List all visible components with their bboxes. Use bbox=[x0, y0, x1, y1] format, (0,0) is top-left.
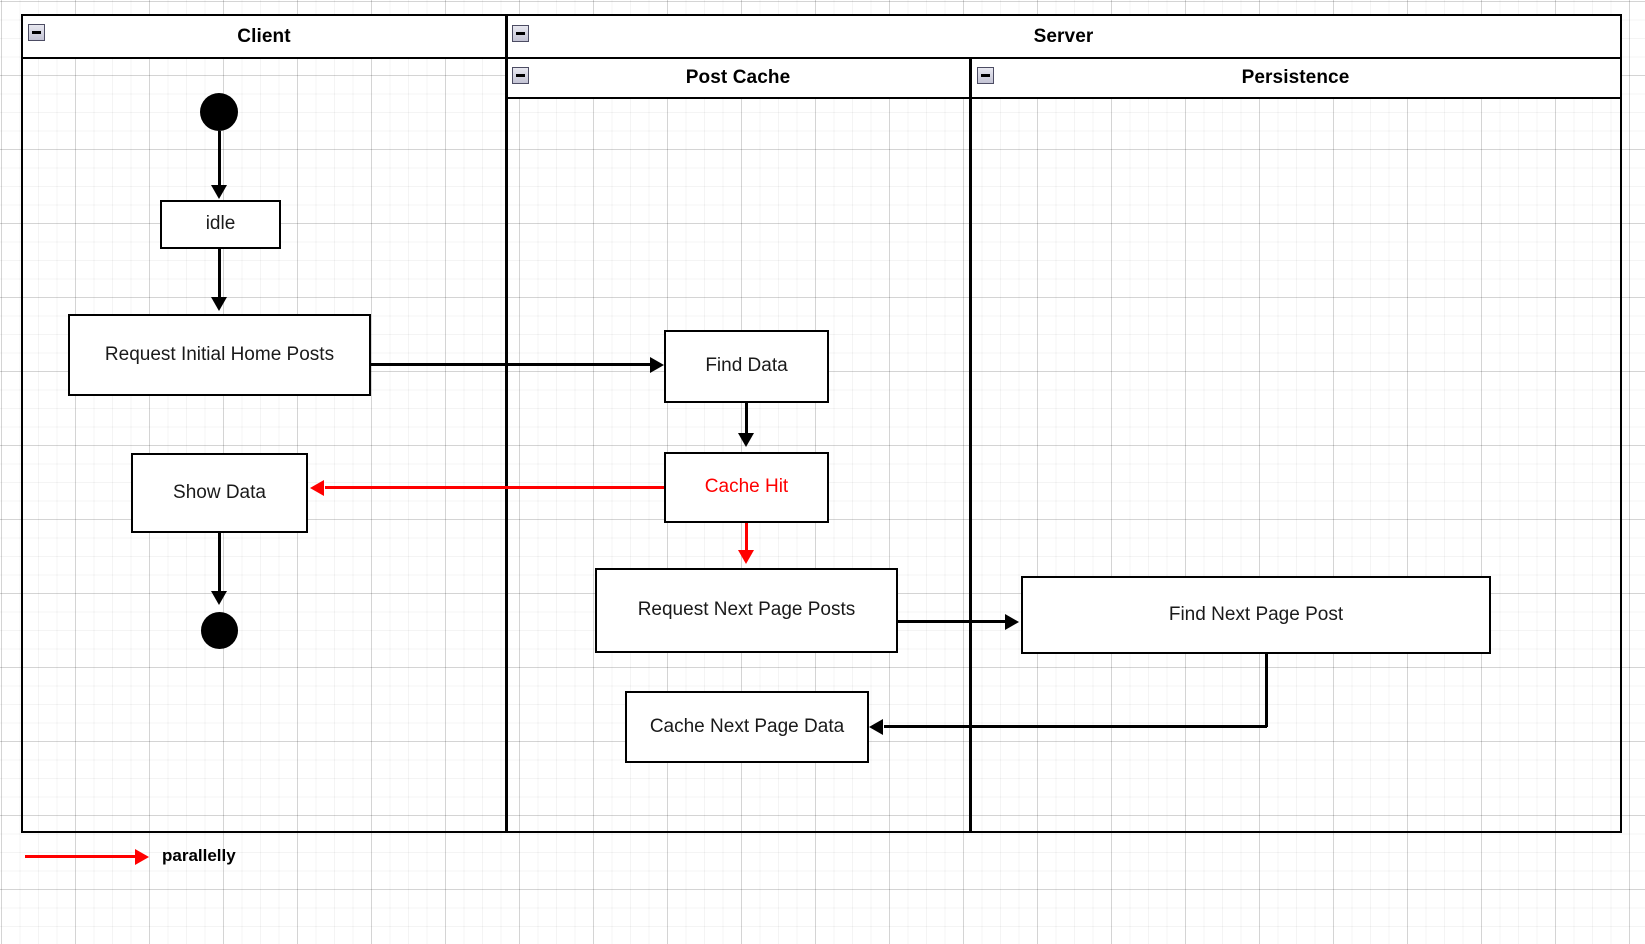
lane-title-persistence: Persistence bbox=[1241, 67, 1350, 88]
node-cache-next-page-data-label: Cache Next Page Data bbox=[649, 715, 845, 737]
node-show-data-label: Show Data bbox=[173, 481, 266, 503]
node-show-data[interactable]: Show Data bbox=[131, 453, 308, 533]
collapse-icon-client[interactable] bbox=[28, 24, 45, 41]
edge-start-to-idle-arrowhead bbox=[211, 185, 227, 199]
edge-show-data-to-end bbox=[218, 533, 221, 595]
edge-request-next-to-find-next bbox=[898, 620, 1008, 623]
legend-arrow-line bbox=[25, 855, 138, 858]
edge-cache-hit-to-show-data-arrowhead bbox=[310, 480, 324, 496]
legend-arrow-head bbox=[135, 849, 149, 865]
edge-find-next-to-cache-next-arrowhead bbox=[869, 719, 883, 735]
lane-header-persistence[interactable]: Persistence bbox=[971, 59, 1620, 99]
lane-divider-postcache-persistence bbox=[969, 59, 972, 831]
edge-show-data-to-end-arrowhead bbox=[211, 591, 227, 605]
swimlane-frame bbox=[21, 14, 1622, 833]
lane-divider-client-server bbox=[505, 16, 508, 831]
node-request-initial-home-posts-label: Request Initial Home Posts bbox=[104, 343, 335, 365]
node-request-next-page-posts-label: Request Next Page Posts bbox=[637, 599, 856, 621]
node-request-next-page-posts[interactable]: Request Next Page Posts bbox=[595, 568, 898, 653]
legend-label: parallelly bbox=[162, 846, 236, 865]
node-cache-hit[interactable]: Cache Hit bbox=[664, 452, 829, 523]
lane-header-server[interactable]: Server bbox=[507, 16, 1620, 59]
edge-cache-hit-to-request-next bbox=[745, 523, 748, 554]
node-find-data-label: Find Data bbox=[705, 355, 788, 377]
node-idle[interactable]: idle bbox=[160, 200, 281, 249]
edge-find-next-to-cache-next-horizontal bbox=[884, 725, 1267, 728]
lane-header-client[interactable]: Client bbox=[23, 16, 507, 59]
collapse-icon-server[interactable] bbox=[512, 25, 529, 42]
final-node bbox=[201, 612, 238, 649]
edge-idle-to-request-initial bbox=[218, 249, 221, 301]
node-idle-label: idle bbox=[205, 213, 236, 235]
edge-cache-hit-to-request-next-arrowhead bbox=[738, 550, 754, 564]
edge-request-initial-to-find-data-arrowhead bbox=[650, 357, 664, 373]
edge-cache-hit-to-show-data bbox=[325, 486, 664, 489]
initial-node bbox=[200, 93, 238, 131]
edge-start-to-idle bbox=[218, 131, 221, 187]
edge-request-initial-to-find-data bbox=[371, 363, 654, 366]
collapse-icon-post-cache[interactable] bbox=[512, 67, 529, 84]
edge-request-next-to-find-next-arrowhead bbox=[1005, 614, 1019, 630]
edge-find-data-to-cache-hit-arrowhead bbox=[738, 433, 754, 447]
node-find-next-page-post-label: Find Next Page Post bbox=[1168, 603, 1344, 625]
node-find-data[interactable]: Find Data bbox=[664, 330, 829, 403]
edge-find-data-to-cache-hit bbox=[745, 403, 748, 437]
lane-header-post-cache[interactable]: Post Cache bbox=[507, 59, 971, 99]
node-cache-next-page-data[interactable]: Cache Next Page Data bbox=[625, 691, 869, 763]
lane-title-client: Client bbox=[237, 25, 291, 47]
lane-title-server: Server bbox=[1033, 25, 1094, 47]
edge-idle-to-request-initial-arrowhead bbox=[211, 297, 227, 311]
edge-find-next-to-cache-next-vertical bbox=[1265, 654, 1268, 727]
node-find-next-page-post[interactable]: Find Next Page Post bbox=[1021, 576, 1491, 654]
collapse-icon-persistence[interactable] bbox=[977, 67, 994, 84]
node-request-initial-home-posts[interactable]: Request Initial Home Posts bbox=[68, 314, 371, 396]
lane-title-post-cache: Post Cache bbox=[685, 67, 791, 88]
node-cache-hit-label: Cache Hit bbox=[704, 476, 789, 498]
